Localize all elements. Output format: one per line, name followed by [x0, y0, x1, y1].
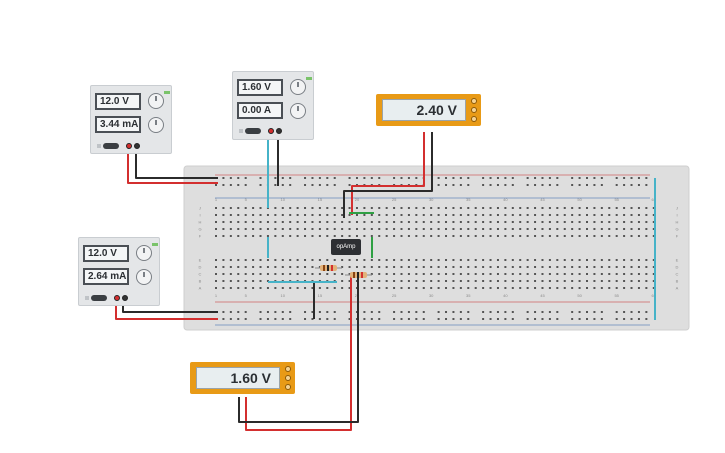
- row-letter-label: A: [199, 286, 202, 291]
- psu1-positive-terminal[interactable]: [126, 143, 132, 149]
- column-number-label: 25: [392, 197, 397, 202]
- column-number-label: 30: [429, 197, 434, 202]
- row-letter-label: C: [199, 272, 202, 277]
- psu2-current-display: 0.00 A: [237, 102, 283, 119]
- row-letter-label: C: [676, 272, 679, 277]
- row-letter-label: J: [676, 206, 678, 211]
- multimeter-1-mode-button-v[interactable]: [471, 107, 477, 113]
- column-number-label: 30: [429, 293, 434, 298]
- row-letter-label: B: [676, 279, 679, 284]
- power-supply-2[interactable]: 1.60 V 0.00 A: [232, 71, 314, 140]
- opamp-chip[interactable]: opAmp: [331, 239, 361, 255]
- psu2-current-knob[interactable]: [290, 103, 306, 119]
- row-letter-label: D: [199, 265, 202, 270]
- column-number-label: 15: [318, 197, 323, 202]
- multimeter-1[interactable]: 2.40 V: [376, 94, 481, 126]
- power-supply-1[interactable]: 12.0 V 3.44 mA: [90, 85, 172, 154]
- column-number-label: 1: [215, 197, 218, 202]
- column-number-label: 40: [503, 197, 508, 202]
- multimeter-1-display: 2.40 V: [382, 99, 466, 121]
- column-number-label: 1: [215, 293, 218, 298]
- psu3-voltage-display: 12.0 V: [83, 245, 129, 262]
- psu1-status-led: [164, 91, 170, 94]
- psu2-positive-terminal[interactable]: [268, 128, 274, 134]
- psu1-current-knob[interactable]: [148, 117, 164, 133]
- column-number-label: 55: [614, 197, 619, 202]
- psu1-voltage-display: 12.0 V: [95, 93, 141, 110]
- column-number-label: 45: [540, 293, 545, 298]
- row-letter-label: G: [198, 227, 201, 232]
- power-supply-3[interactable]: 12.0 V 2.64 mA: [78, 237, 160, 306]
- psu3-current-knob[interactable]: [136, 269, 152, 285]
- column-number-label: 10: [281, 197, 286, 202]
- row-letter-label: D: [676, 265, 679, 270]
- multimeter-2-display: 1.60 V: [196, 367, 280, 389]
- multimeter-1-mode-button-a[interactable]: [471, 98, 477, 104]
- column-number-label: 35: [466, 293, 471, 298]
- column-number-label: 15: [318, 293, 323, 298]
- opamp-chip-label: opAmp: [336, 244, 356, 250]
- row-letter-label: F: [676, 234, 679, 239]
- psu3-power-switch[interactable]: [85, 295, 107, 301]
- row-letter-label: F: [199, 234, 202, 239]
- column-number-label: 25: [392, 293, 397, 298]
- psu3-positive-terminal[interactable]: [114, 295, 120, 301]
- wire-psu1-positive[interactable]: [127, 146, 218, 184]
- column-number-label: 20: [355, 197, 360, 202]
- psu1-negative-terminal[interactable]: [134, 143, 140, 149]
- wire-meter2-negative[interactable]: [238, 278, 359, 423]
- row-letter-label: I: [676, 213, 677, 218]
- column-number-label: 35: [466, 197, 471, 202]
- psu2-voltage-display: 1.60 V: [237, 79, 283, 96]
- multimeter-2-mode-button-v[interactable]: [285, 375, 291, 381]
- psu2-power-switch[interactable]: [239, 128, 261, 134]
- row-letter-label: J: [199, 206, 201, 211]
- column-number-label: 50: [577, 293, 582, 298]
- row-letter-label: H: [199, 220, 202, 225]
- row-letter-label: G: [675, 227, 678, 232]
- psu2-negative-terminal[interactable]: [276, 128, 282, 134]
- psu3-status-led: [152, 243, 158, 246]
- column-number-label: 5: [245, 197, 248, 202]
- row-letter-label: E: [199, 258, 202, 263]
- wire-meter1-negative[interactable]: [343, 132, 433, 218]
- wire-meter1-positive[interactable]: [351, 132, 425, 215]
- row-letter-label: A: [676, 286, 679, 291]
- column-number-label: 40: [503, 293, 508, 298]
- multimeter-2-mode-button-ohm[interactable]: [285, 384, 291, 390]
- psu3-negative-terminal[interactable]: [122, 295, 128, 301]
- wire-meter2-positive[interactable]: [245, 275, 352, 431]
- column-number-label: 10: [281, 293, 286, 298]
- psu1-power-switch[interactable]: [97, 143, 119, 149]
- wire-psu1-negative[interactable]: [135, 146, 218, 179]
- column-number-label: 55: [614, 293, 619, 298]
- row-letter-label: I: [199, 213, 200, 218]
- psu1-voltage-knob[interactable]: [148, 93, 164, 109]
- row-letter-label: H: [676, 220, 679, 225]
- psu3-voltage-knob[interactable]: [136, 245, 152, 261]
- resistor-1[interactable]: [315, 265, 342, 271]
- row-letter-label: E: [676, 258, 679, 263]
- row-letter-label: B: [199, 279, 202, 284]
- multimeter-2-mode-button-a[interactable]: [285, 366, 291, 372]
- column-number-label: 5: [245, 293, 248, 298]
- column-number-label: 45: [540, 197, 545, 202]
- psu3-current-display: 2.64 mA: [83, 268, 129, 285]
- psu1-current-display: 3.44 mA: [95, 116, 141, 133]
- breadboard[interactable]: [183, 165, 690, 331]
- multimeter-2[interactable]: 1.60 V: [190, 362, 295, 394]
- psu2-status-led: [306, 77, 312, 80]
- resistor-2[interactable]: [345, 272, 372, 278]
- column-number-label: 50: [577, 197, 582, 202]
- multimeter-1-mode-button-ohm[interactable]: [471, 116, 477, 122]
- psu2-voltage-knob[interactable]: [290, 79, 306, 95]
